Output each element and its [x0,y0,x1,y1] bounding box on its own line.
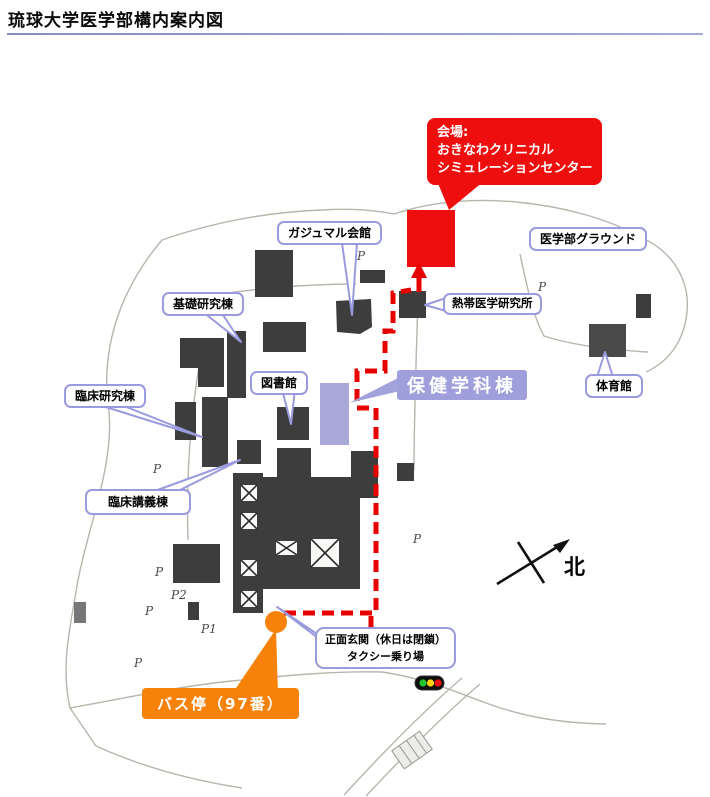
parking-marker-p1: P1 [200,622,217,636]
parking-markers: P P P P P P2 P P1 P [133,249,547,670]
parking-marker: P [152,462,162,476]
label-tails [95,181,614,694]
label-tropical-medicine: 熱帯医学研究所 [443,293,542,315]
building-simulation-center [407,210,455,267]
clinical-lecture-tail [151,459,241,493]
building-tropical-medicine [399,291,426,318]
building-gymnasium [589,324,626,357]
route-path [284,287,412,629]
label-main-entrance: 正面玄関（休日は閉鎖） タクシー乗り場 [315,627,456,670]
building-northwest-block [255,250,293,297]
parking-marker: P [537,280,547,294]
bus-stop-marker [265,611,287,633]
parking-marker: P [154,565,164,579]
venue-callout: 会場: おきなわクリニカル シミュレーションセンター [427,118,603,185]
hospital-courtyards [240,484,340,608]
building-health-sciences [320,383,349,445]
building-southwest-small [188,602,199,620]
building-gajumaru-hall [336,299,372,334]
label-gymnasium: 体育館 [585,374,644,399]
label-bus-stop: バス停（97番） [142,688,299,719]
label-library: 図書館 [250,371,309,396]
parking-marker: P [356,249,366,263]
crosswalk-hatch [391,730,433,770]
label-clinical-research: 臨床研究棟 [64,384,147,409]
page-title: 琉球大学医学部構内案内図 [8,11,224,31]
label-gajumaru-hall: ガジュマル会館 [277,221,383,246]
label-clinical-lecture: 臨床講義棟 [85,489,192,516]
compass-north-arrow [496,539,570,586]
label-health-sciences: 保健学科棟 [397,370,527,400]
venue-callout-tail [437,181,484,210]
building-hospital-main [263,477,360,589]
basic-research-tail [202,311,242,343]
main-entrance-text: 正面玄関（休日は閉鎖） [325,633,446,646]
building-small-top [360,270,385,283]
building-west-edge-small [74,602,86,623]
health-sciences-tail [349,377,400,403]
building-hospital-annex [397,463,414,481]
venue-callout-line3: シミュレーションセンター [437,161,593,177]
taxi-stand-text: タクシー乗り場 [347,650,424,664]
label-med-ground: 医学部グラウンド [529,227,648,252]
building-basic-research [227,331,246,398]
venue-callout-line1: 会場: [437,125,469,140]
parking-marker: P [144,604,154,618]
building-west-l-block [180,338,224,387]
bus-stop-tail [232,629,278,694]
route-arrow [411,262,427,292]
parking-marker-p2: P2 [170,588,187,602]
parking-marker: P [412,532,422,546]
title-underline [7,33,703,35]
building-east-small [636,294,651,318]
parking-marker: P [133,656,143,670]
north-label: 北 [564,555,585,579]
venue-callout-line2: おきなわクリニカル [437,143,555,159]
building-southwest-block [173,544,220,583]
building-center-block [263,322,306,352]
building-hospital-north [277,448,311,478]
traffic-light-icon [414,675,445,691]
label-basic-research: 基礎研究棟 [162,292,245,317]
building-clinical-research [202,397,228,467]
